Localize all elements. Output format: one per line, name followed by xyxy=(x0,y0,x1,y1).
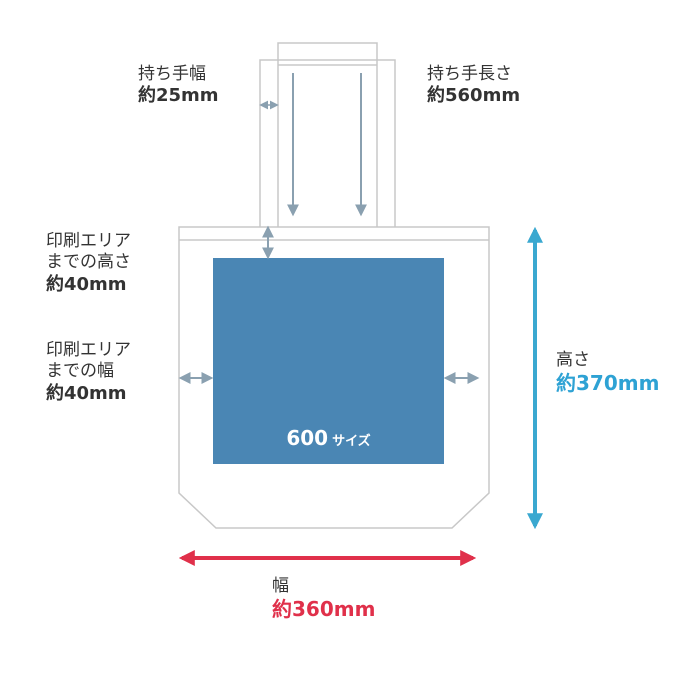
bag-body-outline xyxy=(178,226,490,529)
height-title: 高さ xyxy=(556,350,590,370)
handle-length-label: 持ち手長さ 約560mm xyxy=(427,64,520,108)
handle-width-title: 持ち手幅 xyxy=(138,64,206,84)
print-top-margin-label: 印刷エリア までの高さ 約40mm xyxy=(46,231,131,296)
height-label: 高さ 約370mm xyxy=(556,350,659,396)
width-label: 幅 約360mm xyxy=(272,576,375,622)
height-value: 約370mm xyxy=(556,371,660,396)
print-side-value: 約40mm xyxy=(46,382,127,404)
width-title: 幅 xyxy=(272,576,289,596)
print-area-number: 600 xyxy=(286,426,329,450)
handle-width-value: 約25mm xyxy=(138,85,219,107)
handle-width-label: 持ち手幅 約25mm xyxy=(138,64,219,108)
print-area-unit: サイズ xyxy=(332,434,371,449)
print-top-value: 約40mm xyxy=(46,273,127,295)
print-side-margin-label: 印刷エリア までの幅 約40mm xyxy=(46,340,131,405)
print-side-line1: 印刷エリア xyxy=(46,340,131,360)
print-top-line2: までの高さ xyxy=(46,252,131,273)
handle-outline xyxy=(259,42,396,227)
handle-length-value: 約560mm xyxy=(427,85,521,107)
print-top-line1: 印刷エリア xyxy=(46,231,131,251)
handle-length-title: 持ち手長さ xyxy=(427,64,512,84)
width-value: 約360mm xyxy=(272,597,376,622)
print-area xyxy=(213,258,444,464)
print-side-line2: までの幅 xyxy=(46,361,114,382)
